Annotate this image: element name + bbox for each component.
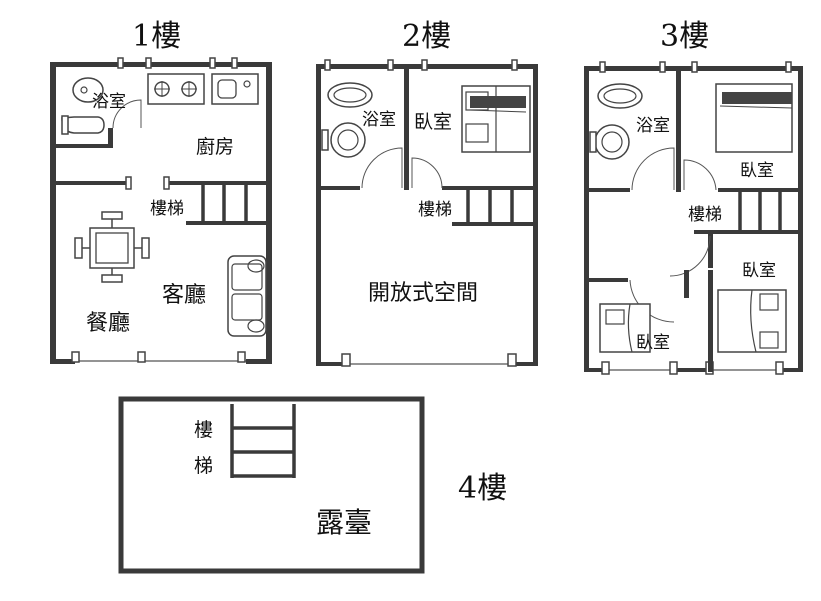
f1-wall-bottom-right xyxy=(246,359,272,364)
f3-bathtub-icon xyxy=(597,83,643,109)
f1-label-living: 客廳 xyxy=(162,283,206,308)
f3-sink-icon xyxy=(594,124,630,160)
f1-label-bath: 浴室 xyxy=(92,92,126,112)
f1-stairs xyxy=(186,185,266,225)
f2-label-stairs: 樓梯 xyxy=(418,200,452,220)
f1-wall-right xyxy=(266,62,272,364)
f3-label-bedroom-top: 臥室 xyxy=(740,161,774,181)
f1-window-post xyxy=(237,351,246,363)
f3-bed-small-icon xyxy=(599,303,651,353)
f3-bath-door xyxy=(631,147,675,191)
f2-wall-left xyxy=(316,64,321,366)
f1-wall-left xyxy=(50,62,56,364)
f1-wall-bottom-left xyxy=(50,359,75,364)
f2-bathtub-icon xyxy=(327,82,373,108)
f1-window-post xyxy=(71,351,80,363)
f2-wall-right xyxy=(533,64,538,366)
f3-stairs xyxy=(694,192,803,234)
f3-divider xyxy=(676,66,681,192)
f3-bed-right-door xyxy=(669,235,711,277)
f3-wall-right xyxy=(798,66,803,372)
f1-window-post xyxy=(137,351,146,363)
f1-partition xyxy=(164,181,266,185)
f3-label-bedroom-small: 臥室 xyxy=(636,333,670,353)
floor-3: 3樓 xyxy=(584,19,803,375)
f2-bath-door xyxy=(361,147,403,189)
f3-label-bedroom-right: 臥室 xyxy=(742,261,776,281)
f1-wall-top xyxy=(50,62,272,67)
f1-sink-icon xyxy=(72,77,104,103)
f1-label-stairs: 樓梯 xyxy=(150,199,184,219)
f2-label-open-space: 開放式空間 xyxy=(368,281,478,306)
floor-1: 1樓 xyxy=(50,19,272,364)
f1-dining-table-icon xyxy=(74,211,150,283)
f1-bath-wall xyxy=(108,128,113,148)
f3-label-bath: 浴室 xyxy=(636,116,670,136)
f1-sofa-icon xyxy=(227,255,267,337)
f3-wall-left xyxy=(584,66,589,372)
f1-bath-wall xyxy=(56,144,113,148)
f4-label-stairs-1: 樓 xyxy=(194,419,213,441)
floor-4-title: 4樓 xyxy=(458,471,507,506)
f1-bath-door xyxy=(112,99,142,129)
f2-sink-icon xyxy=(330,122,366,158)
f1-label-kitchen: 廚房 xyxy=(196,135,234,158)
floor-2: 2樓 xyxy=(316,19,538,367)
f3-bed-top-icon xyxy=(715,83,793,153)
floor-1-title: 1樓 xyxy=(132,19,181,54)
f3-bed-right-icon xyxy=(717,289,787,353)
f2-label-bedroom: 臥室 xyxy=(414,111,452,133)
f2-divider xyxy=(404,64,409,190)
f3-label-stairs: 樓梯 xyxy=(688,205,722,225)
f1-kitchen-sink-icon xyxy=(211,73,259,105)
f3-bed-door xyxy=(683,159,717,191)
f2-stairs xyxy=(452,190,538,226)
f4-terrace-outline xyxy=(118,396,425,574)
f2-label-bath: 浴室 xyxy=(362,110,396,130)
floor-3-title: 3樓 xyxy=(660,19,709,54)
floor-4: 樓 梯 露臺 4樓 xyxy=(118,396,507,574)
f2-bed-icon xyxy=(461,85,531,153)
f4-label-stairs-2: 梯 xyxy=(194,455,213,477)
f4-label-terrace: 露臺 xyxy=(316,506,372,539)
f2-bed-door xyxy=(411,157,443,189)
f1-label-dining: 餐廳 xyxy=(86,311,130,336)
f1-partition xyxy=(56,181,131,185)
f4-stairs xyxy=(230,404,296,478)
floor-2-title: 2樓 xyxy=(402,19,451,54)
